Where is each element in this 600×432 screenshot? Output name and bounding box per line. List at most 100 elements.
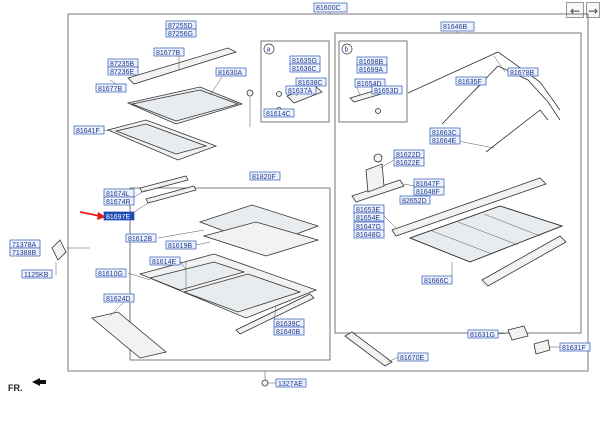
svg-text:81648F: 81648F [416, 189, 440, 196]
part-label-81612B[interactable]: 81612B [125, 233, 157, 243]
part-label-81639C[interactable]: 81639C [273, 318, 305, 328]
part-label-1125KB[interactable]: 1125KB [21, 269, 53, 279]
part-label-81624D[interactable]: 81624D [103, 293, 135, 303]
part-label-81630A[interactable]: 81630A [215, 67, 247, 77]
part-label-81663C[interactable]: 81663C [429, 127, 461, 137]
svg-text:81654D: 81654D [357, 81, 382, 88]
part-label-81637A[interactable]: 81637A [285, 85, 317, 95]
part-label-81666C[interactable]: 81666C [421, 275, 453, 285]
svg-text:87235B: 87235B [110, 61, 134, 68]
part-label-81670E[interactable]: 81670E [397, 352, 429, 362]
front-glass-panel [126, 86, 244, 125]
shade-rear-rail [481, 235, 567, 287]
part-label-81636C[interactable]: 81636C [289, 63, 321, 73]
pointer-arrow-head [97, 212, 106, 220]
part-label-81677B-top[interactable]: 81677B [153, 47, 185, 57]
part-label-87256G[interactable]: 87256G [165, 28, 197, 38]
part-label-81820F[interactable]: 81820F [249, 171, 281, 181]
svg-text:82652D: 82652D [402, 198, 427, 205]
part-label-81648F[interactable]: 81648F [413, 186, 445, 196]
svg-text:81641F: 81641F [76, 128, 100, 135]
left-bracket-part [51, 239, 67, 261]
part-label-81653E[interactable]: 81653E [353, 204, 385, 214]
deflector-strip-left [139, 175, 189, 193]
svg-text:81663C: 81663C [432, 130, 457, 137]
part-label-81635F[interactable]: 81635F [455, 76, 487, 86]
guide-block-part [365, 163, 385, 193]
part-label-82652D[interactable]: 82652D [399, 195, 431, 205]
main-assembly-frame [67, 13, 589, 372]
part-label-71378A[interactable]: 71378A [9, 239, 41, 249]
part-label-81622E[interactable]: 81622E [393, 157, 425, 167]
part-label-81697E-highlighted[interactable]: 81697E [103, 211, 135, 221]
part-label-81622D[interactable]: 81622D [393, 149, 425, 159]
svg-text:1125KB: 1125KB [24, 272, 49, 279]
part-label-81654D[interactable]: 81654D [354, 78, 386, 88]
part-label-81614E[interactable]: 81614E [149, 256, 181, 266]
part-label-81600C[interactable]: 81600C [313, 2, 348, 13]
svg-text:87236E: 87236E [110, 69, 134, 76]
svg-text:81698B: 81698B [359, 59, 383, 66]
part-label-81664E[interactable]: 81664E [429, 135, 461, 145]
svg-text:81630A: 81630A [218, 70, 242, 77]
drive-motor-front [507, 325, 529, 341]
part-label-1327AE[interactable]: 1327AE [275, 378, 307, 388]
part-label-81699A[interactable]: 81699A [356, 64, 388, 74]
right-assembly-frame [334, 32, 582, 334]
guide-clip-part [373, 153, 383, 163]
svg-text:81699A: 81699A [359, 67, 383, 74]
svg-text:81600C: 81600C [316, 5, 341, 12]
inset-b-box [338, 40, 408, 123]
svg-text:81677B: 81677B [98, 86, 122, 93]
part-label-71388B[interactable]: 71388B [9, 247, 41, 257]
wind-deflector-part [127, 47, 238, 85]
svg-text:81648G: 81648G [356, 232, 381, 239]
part-label-87255D[interactable]: 87255D [165, 20, 197, 30]
part-label-81640B[interactable]: 81640B [273, 326, 305, 336]
svg-text:71378A: 71378A [12, 242, 36, 249]
part-label-81647G[interactable]: 81647G [353, 221, 385, 231]
part-label-81619B[interactable]: 81619B [165, 240, 197, 250]
part-label-81631G[interactable]: 81631G [467, 329, 499, 339]
part-label-81610G[interactable]: 81610G [95, 268, 127, 278]
bolt-part [246, 89, 254, 97]
part-label-81674L[interactable]: 81674L [103, 188, 135, 198]
inset-a-marker [263, 43, 275, 55]
part-label-81646B[interactable]: 81646B [440, 21, 475, 32]
svg-text:81622E: 81622E [396, 160, 420, 167]
inset-b-marker [341, 43, 353, 55]
part-label-81614C[interactable]: 81614C [263, 108, 295, 118]
svg-text:81697E: 81697E [106, 214, 130, 221]
rear-glass-seal [202, 221, 320, 257]
part-label-81653D[interactable]: 81653D [371, 85, 403, 95]
part-label-87236E[interactable]: 87236E [107, 66, 139, 76]
rear-drain-panel [91, 311, 167, 359]
part-label-81641F[interactable]: 81641F [73, 125, 105, 135]
svg-text:81622D: 81622D [396, 152, 421, 159]
part-label-81631F[interactable]: 81631F [559, 342, 591, 352]
svg-text:81654E: 81654E [356, 215, 380, 222]
svg-text:81624D: 81624D [106, 296, 131, 303]
svg-text:81614E: 81614E [152, 259, 176, 266]
part-label-81654E[interactable]: 81654E [353, 212, 385, 222]
part-label-81647F[interactable]: 81647F [413, 178, 445, 188]
svg-text:81638C: 81638C [298, 80, 323, 87]
svg-text:81677B: 81677B [156, 50, 180, 57]
svg-text:81674L: 81674L [106, 191, 129, 198]
part-label-81677B-mid[interactable]: 81677B [95, 83, 127, 93]
svg-text:87255D: 87255D [168, 23, 193, 30]
part-label-81674R[interactable]: 81674R [103, 196, 135, 206]
svg-text:81647G: 81647G [356, 224, 381, 231]
drive-motor-rear [533, 339, 551, 355]
front-direction-arrow-icon [32, 378, 46, 386]
rear-cross-member [344, 331, 393, 367]
part-label-81678B[interactable]: 81678B [507, 67, 539, 77]
svg-text:81610G: 81610G [98, 271, 123, 278]
screw-part [261, 379, 269, 387]
inset-a-box [260, 40, 330, 123]
part-label-81648G[interactable]: 81648G [353, 229, 385, 239]
svg-text:81670E: 81670E [400, 355, 424, 362]
svg-text:81631F: 81631F [562, 345, 586, 352]
svg-text:81646B: 81646B [443, 24, 467, 31]
svg-text:81636C: 81636C [292, 66, 317, 73]
